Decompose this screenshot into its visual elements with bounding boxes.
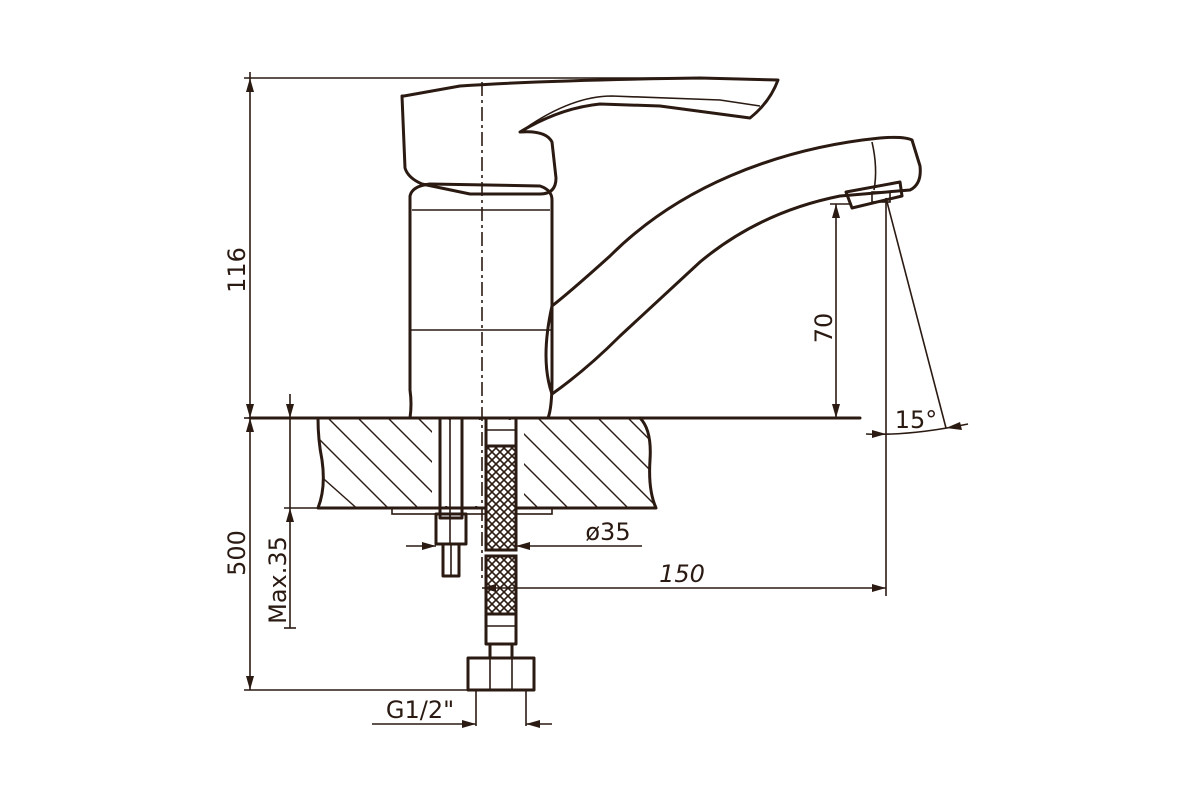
dimension-countertop-max35: Max.35 (264, 394, 318, 629)
label-diameter-35: ø35 (585, 518, 630, 546)
countertop-section (248, 416, 862, 515)
dimension-hole-35: ø35 (406, 518, 642, 550)
dimension-hose-500: 500 (223, 418, 470, 691)
dimension-spout-70: 70 (810, 203, 852, 418)
label-500: 500 (223, 530, 251, 576)
label-150: 150 (659, 560, 705, 588)
spout (544, 135, 922, 396)
label-70: 70 (810, 313, 838, 344)
flexible-hose (466, 416, 536, 726)
dimension-angle-15: 15° (865, 197, 969, 596)
label-15deg: 15° (895, 406, 938, 434)
dimension-reach-150: 150 (482, 560, 886, 592)
label-116: 116 (223, 247, 251, 293)
lever-handle (400, 76, 780, 196)
label-g12: G1/2" (386, 696, 454, 724)
dimension-thread-g12: G1/2" (372, 696, 552, 728)
mounting-stud (434, 416, 468, 578)
label-max35: Max.35 (264, 536, 292, 624)
faucet-body (408, 182, 554, 420)
dimension-height-116: 116 (223, 72, 700, 424)
